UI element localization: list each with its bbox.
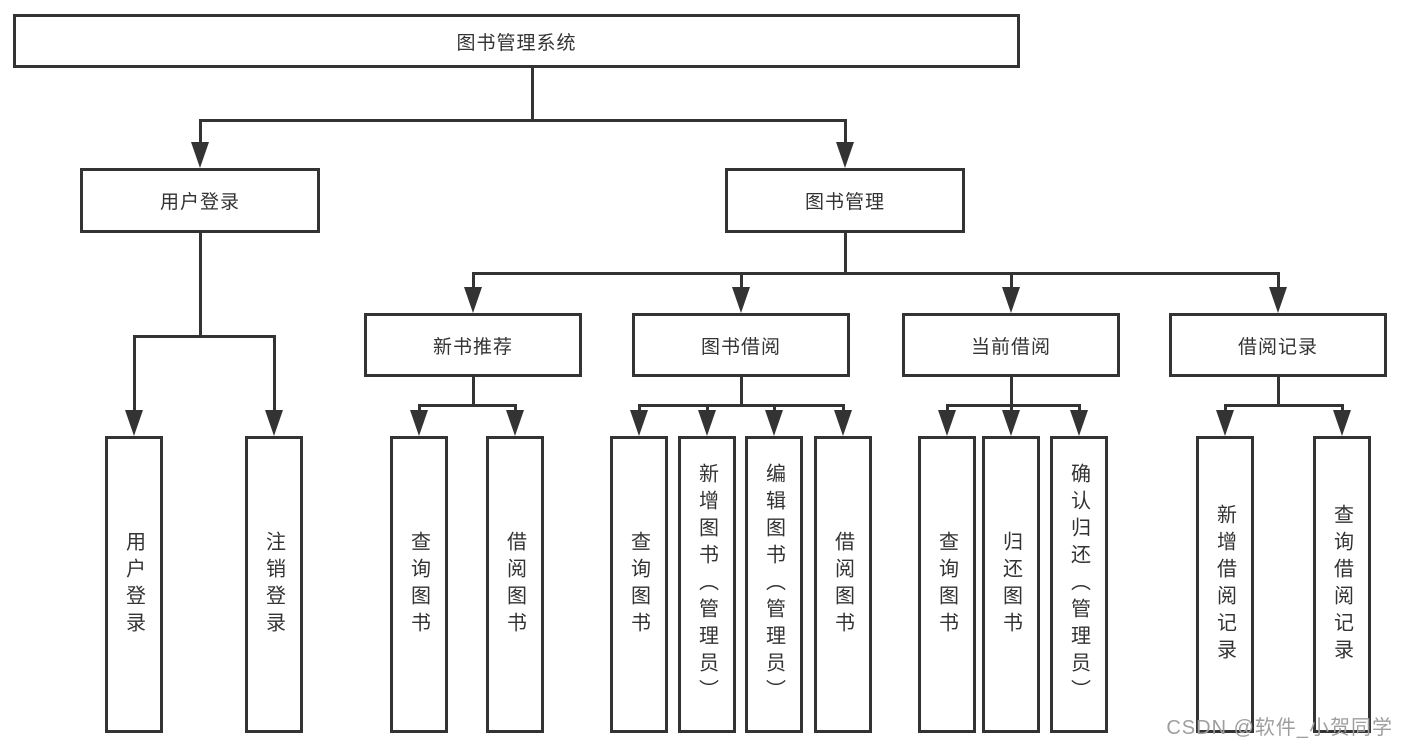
- node-leaf-cb-confirm-return-admin: 确认归还（管理员）: [1050, 436, 1108, 733]
- connector-arrow: [732, 287, 750, 313]
- node-book-management: 图书管理: [725, 168, 965, 233]
- connector-line: [530, 68, 534, 122]
- connector-line: [705, 404, 709, 414]
- connector-line: [1276, 272, 1280, 291]
- node-library-management-system: 图书管理系统: [13, 14, 1020, 68]
- connector-line: [739, 272, 743, 291]
- node-new-book-recommend: 新书推荐: [364, 313, 582, 377]
- connector-line: [1340, 404, 1344, 414]
- connector-arrow: [1269, 287, 1287, 313]
- connector-line: [1223, 404, 1344, 407]
- node-leaf-br-add-record: 新增借阅记录: [1196, 436, 1254, 733]
- connector-line: [841, 404, 845, 414]
- connector-line: [637, 404, 845, 407]
- connector-line: [198, 119, 847, 122]
- connector-arrow: [464, 287, 482, 313]
- connector-arrow: [938, 410, 956, 436]
- connector-arrow: [1216, 410, 1234, 436]
- connector-line: [1223, 404, 1227, 414]
- connector-line: [198, 233, 202, 338]
- connector-arrow: [265, 410, 283, 436]
- connector-line: [739, 377, 743, 407]
- connector-arrow: [1333, 410, 1351, 436]
- connector-line: [945, 404, 1081, 407]
- connector-line: [417, 404, 421, 414]
- connector-arrow: [506, 410, 524, 436]
- connector-line: [272, 335, 276, 414]
- connector-arrow: [630, 410, 648, 436]
- connector-line: [1077, 404, 1081, 414]
- connector-arrow: [765, 410, 783, 436]
- connector-line: [843, 119, 847, 146]
- node-borrowing-records: 借阅记录: [1169, 313, 1387, 377]
- node-leaf-logout: 注销登录: [245, 436, 303, 733]
- connector-line: [843, 233, 847, 275]
- connector-arrow: [1070, 410, 1088, 436]
- node-leaf-cb-return-books: 归还图书: [982, 436, 1040, 733]
- node-leaf-br-query-record: 查询借阅记录: [1313, 436, 1371, 733]
- connector-arrow: [410, 410, 428, 436]
- node-leaf-bb-borrow-books: 借阅图书: [814, 436, 872, 733]
- connector-line: [1009, 377, 1013, 407]
- connector-line: [132, 335, 136, 414]
- connector-line: [513, 404, 517, 414]
- connector-arrow: [698, 410, 716, 436]
- connector-arrow: [125, 410, 143, 436]
- node-leaf-bb-add-books-admin: 新增图书（管理员）: [678, 436, 736, 733]
- node-leaf-cb-query-books: 查询图书: [918, 436, 976, 733]
- connector-line: [1009, 404, 1013, 414]
- connector-arrow: [1002, 287, 1020, 313]
- connector-arrow: [834, 410, 852, 436]
- node-leaf-bb-edit-books-admin: 编辑图书（管理员）: [745, 436, 803, 733]
- connector-line: [471, 272, 1280, 275]
- connector-arrow: [191, 142, 209, 168]
- csdn-watermark: CSDN @软件_小贺同学: [1166, 717, 1393, 739]
- node-leaf-nbr-borrow-books: 借阅图书: [486, 436, 544, 733]
- node-leaf-bb-query-books: 查询图书: [610, 436, 668, 733]
- connector-line: [471, 377, 475, 407]
- node-user-login: 用户登录: [80, 168, 320, 233]
- connector-line: [198, 119, 202, 146]
- node-current-borrowing: 当前借阅: [902, 313, 1120, 377]
- connector-line: [471, 272, 475, 291]
- connector-line: [1276, 377, 1280, 407]
- connector-line: [637, 404, 641, 414]
- connector-line: [945, 404, 949, 414]
- node-book-borrowing: 图书借阅: [632, 313, 850, 377]
- connector-line: [417, 404, 517, 407]
- node-leaf-nbr-query-books: 查询图书: [390, 436, 448, 733]
- connector-line: [132, 335, 276, 338]
- node-leaf-user-login: 用户登录: [105, 436, 163, 733]
- connector-arrow: [836, 142, 854, 168]
- connector-line: [772, 404, 776, 414]
- connector-line: [1009, 272, 1013, 291]
- connector-arrow: [1002, 410, 1020, 436]
